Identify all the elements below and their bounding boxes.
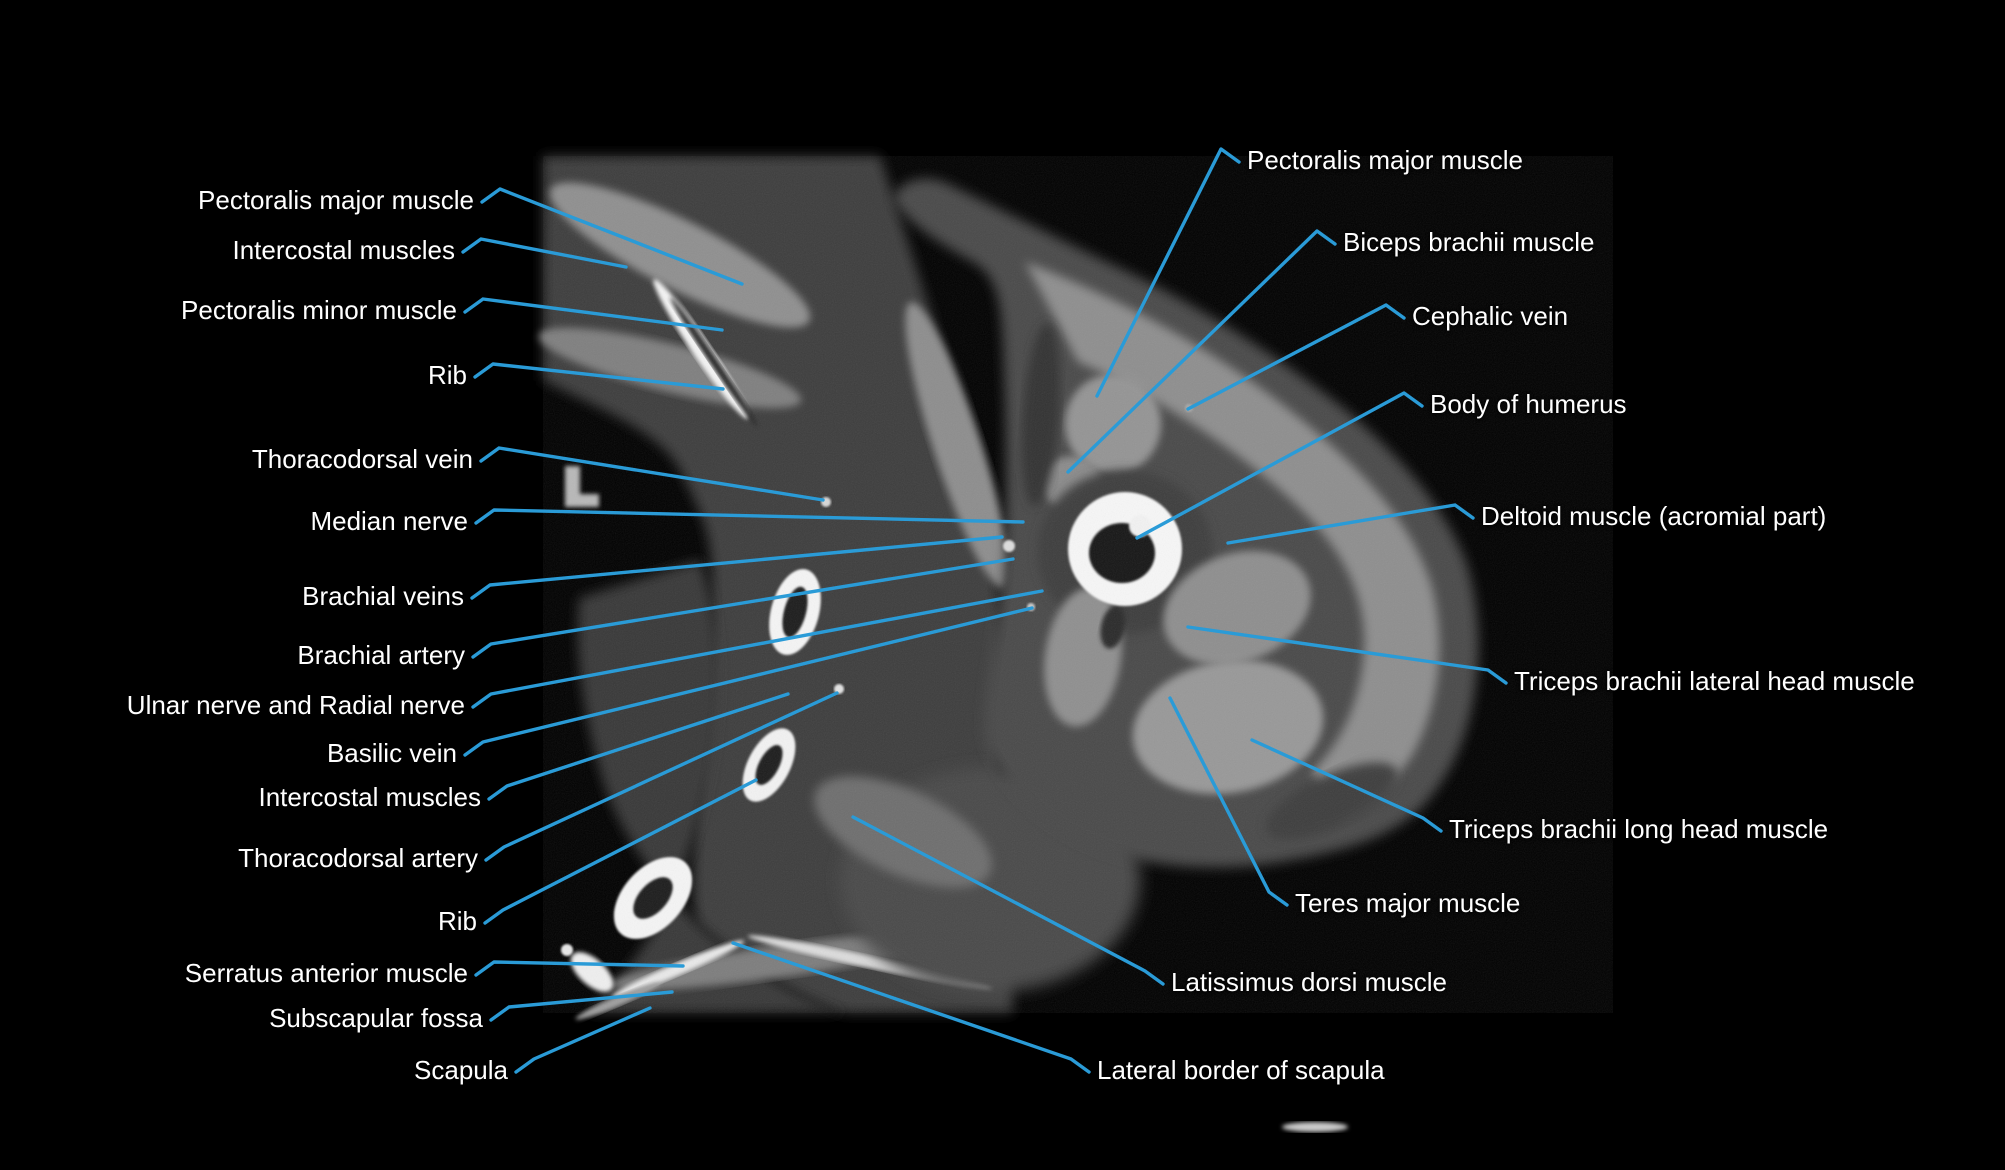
leader-line-left-3	[473, 362, 725, 391]
leader-line-right-7	[1168, 696, 1289, 907]
leader-line-left-1	[461, 237, 628, 269]
leader-line-right-4	[1226, 503, 1475, 545]
leader-line-left-2	[463, 297, 724, 332]
anatomy-label-left-15: Scapula	[414, 1055, 508, 1086]
leader-line-left-8	[471, 589, 1044, 709]
anatomy-label-left-0: Pectoralis major muscle	[198, 185, 474, 216]
leader-line-right-1	[1066, 229, 1337, 474]
anatomy-label-right-4: Deltoid muscle (acromial part)	[1481, 501, 1827, 532]
anatomy-label-left-4: Thoracodorsal vein	[251, 444, 473, 475]
leader-line-right-9	[731, 941, 1091, 1074]
leader-line-left-9	[463, 606, 1034, 757]
anatomy-label-left-14: Subscapular fossa	[269, 1003, 483, 1034]
leader-line-right-8	[851, 815, 1165, 986]
leader-line-left-7	[471, 557, 1015, 659]
anatomy-label-right-6: Triceps brachii long head muscle	[1449, 814, 1829, 845]
leader-line-left-11	[484, 691, 839, 862]
leader-line-left-13	[474, 960, 685, 977]
anatomy-label-right-3: Body of humerus	[1430, 389, 1627, 420]
stray-sliver	[1282, 1122, 1348, 1132]
anatomy-label-left-2: Pectoralis minor muscle	[181, 295, 457, 326]
leader-line-left-5	[474, 508, 1025, 525]
leader-line-left-10	[487, 692, 790, 801]
leader-line-right-0	[1095, 147, 1241, 398]
anatomy-label-right-2: Cephalic vein	[1412, 301, 1569, 332]
anatomy-label-right-0: Pectoralis major muscle	[1247, 145, 1523, 176]
anatomy-label-right-7: Teres major muscle	[1295, 888, 1521, 919]
anatomy-label-right-8: Latissimus dorsi muscle	[1171, 967, 1447, 998]
anatomy-label-right-5: Triceps brachii lateral head muscle	[1514, 666, 1915, 697]
anatomy-label-left-12: Rib	[437, 906, 477, 937]
anatomy-label-left-7: Brachial artery	[297, 640, 465, 671]
leader-line-right-5	[1186, 625, 1508, 685]
leader-line-right-3	[1135, 391, 1424, 540]
leader-line-left-15	[514, 1006, 652, 1074]
anatomy-label-left-8: Ulnar nerve and Radial nerve	[126, 690, 465, 721]
anatomy-label-left-5: Median nerve	[310, 506, 468, 537]
anatomy-label-right-1: Biceps brachii muscle	[1343, 227, 1595, 258]
leader-line-right-6	[1250, 738, 1443, 833]
anatomy-label-left-9: Basilic vein	[326, 738, 457, 769]
anatomy-label-left-10: Intercostal muscles	[258, 782, 481, 813]
anatomy-label-left-13: Serratus anterior muscle	[184, 958, 468, 989]
anatomy-label-right-9: Lateral border of scapula	[1097, 1055, 1385, 1086]
leader-line-left-0	[480, 187, 744, 286]
anatomy-label-left-6: Brachial veins	[302, 581, 464, 612]
leader-line-left-14	[489, 990, 674, 1022]
anatomy-label-left-3: Rib	[427, 360, 467, 391]
ct-noise-texture	[543, 156, 1613, 1013]
anatomy-label-left-1: Intercostal muscles	[232, 235, 455, 266]
leader-line-left-6	[470, 535, 1004, 600]
leader-line-left-12	[483, 778, 758, 925]
leader-line-right-2	[1186, 303, 1406, 411]
anatomy-label-left-11: Thoracodorsal artery	[238, 843, 478, 874]
leader-line-left-4	[479, 446, 825, 502]
